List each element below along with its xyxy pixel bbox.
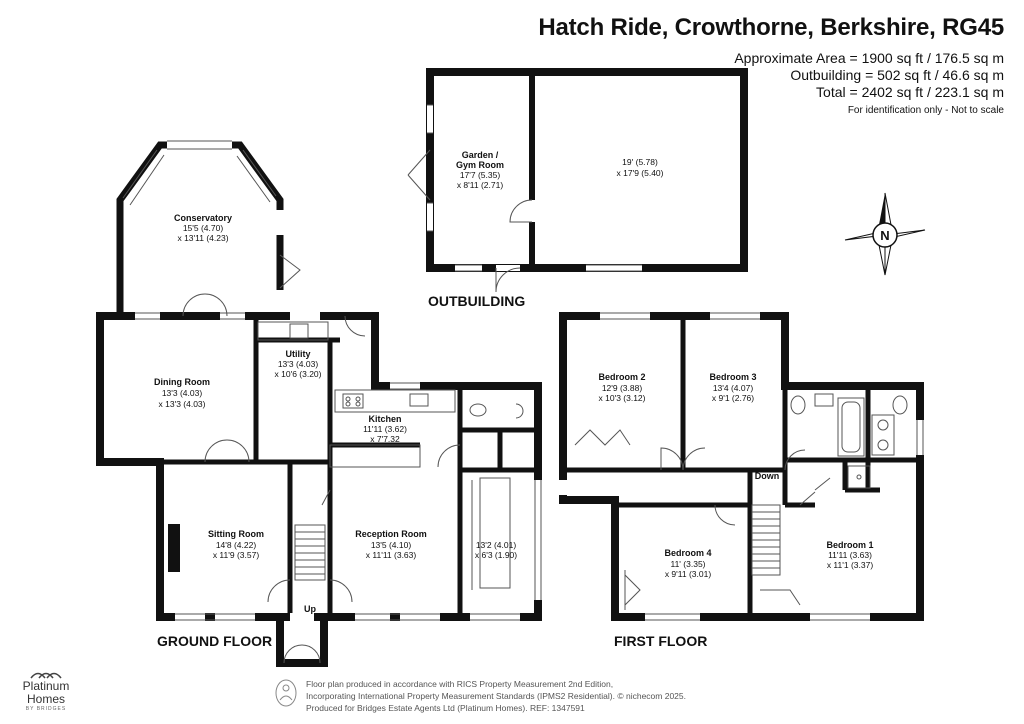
svg-text:15'5 (4.70): 15'5 (4.70): [183, 223, 224, 233]
svg-text:11' (3.35): 11' (3.35): [670, 559, 705, 569]
room-outbuilding: 19' (5.78) x 17'9 (5.40): [617, 157, 664, 178]
svg-text:Dining Room: Dining Room: [154, 377, 210, 387]
svg-text:Bedroom 1: Bedroom 1: [826, 540, 873, 550]
svg-text:x 10'6 (3.20): x 10'6 (3.20): [275, 369, 322, 379]
room-garage: 13'2 (4.01) x 6'3 (1.90): [475, 540, 517, 560]
svg-text:x 6'3 (1.90): x 6'3 (1.90): [475, 550, 517, 560]
logo-line-3: BY BRIDGES: [25, 706, 67, 712]
footer-line: Produced for Bridges Estate Agents Ltd (…: [306, 703, 585, 713]
svg-text:x 13'11 (4.23): x 13'11 (4.23): [177, 233, 228, 243]
footer-line: Incorporating International Property Mea…: [306, 691, 686, 701]
svg-text:Sitting Room: Sitting Room: [208, 529, 264, 539]
svg-text:x 11'1 (3.37): x 11'1 (3.37): [827, 560, 874, 570]
ground-floor-outline: [96, 312, 542, 621]
room-dining: Dining Room 13'3 (4.03) x 13'3 (4.03): [154, 377, 210, 409]
svg-text:x 11'11 (3.63): x 11'11 (3.63): [366, 550, 417, 560]
footer-disclaimer: Floor plan produced in accordance with R…: [306, 678, 686, 714]
room-bedroom-3: Bedroom 3 13'4 (4.07) x 9'1 (2.76): [709, 372, 756, 403]
compass-icon: N: [844, 192, 926, 276]
stairs-down-label: Down: [755, 471, 780, 481]
approximate-area: Approximate Area = 1900 sq ft / 176.5 sq…: [734, 50, 1004, 66]
total-area: Total = 2402 sq ft / 223.1 sq m: [816, 84, 1004, 100]
svg-text:x 13'3 (4.03): x 13'3 (4.03): [159, 399, 206, 409]
svg-text:14'8 (4.22): 14'8 (4.22): [216, 540, 257, 550]
first-floor-label: FIRST FLOOR: [614, 633, 708, 649]
svg-text:Gym Room: Gym Room: [456, 160, 504, 170]
room-bedroom-2: Bedroom 2 12'9 (3.88) x 10'3 (3.12): [598, 372, 645, 403]
svg-text:x 8'11 (2.71): x 8'11 (2.71): [457, 180, 504, 190]
stairs-up-label: Up: [304, 604, 316, 614]
svg-text:x 17'9 (5.40): x 17'9 (5.40): [617, 168, 664, 178]
svg-text:Kitchen: Kitchen: [368, 414, 401, 424]
outbuilding-area: Outbuilding = 502 sq ft / 46.6 sq m: [790, 67, 1004, 83]
svg-text:Reception Room: Reception Room: [355, 529, 427, 539]
svg-text:Conservatory: Conservatory: [174, 213, 232, 223]
room-bedroom-4: Bedroom 4 11' (3.35) x 9'11 (3.01): [664, 548, 711, 579]
svg-text:x 9'11 (3.01): x 9'11 (3.01): [665, 569, 712, 579]
svg-text:13'2 (4.01): 13'2 (4.01): [476, 540, 517, 550]
logo-line-1: Platinum: [22, 679, 70, 693]
disclaimer-note: For identification only - Not to scale: [847, 105, 1004, 116]
room-kitchen: Kitchen 11'11 (3.62) x 7'7.32: [363, 414, 407, 444]
logo-line-2: Homes: [26, 692, 65, 706]
fireplace: [168, 524, 180, 572]
room-garden-gym: Garden / Gym Room 17'7 (5.35) x 8'11 (2.…: [456, 150, 504, 190]
svg-text:Garden /: Garden /: [462, 150, 499, 160]
svg-text:13'3 (4.03): 13'3 (4.03): [278, 359, 319, 369]
room-sitting: Sitting Room 14'8 (4.22) x 11'9 (3.57): [208, 529, 264, 560]
svg-text:x 11'9 (3.57): x 11'9 (3.57): [213, 550, 260, 560]
porch-outline: [276, 617, 328, 667]
svg-text:11'11 (3.62): 11'11 (3.62): [363, 424, 407, 434]
svg-text:17'7 (5.35): 17'7 (5.35): [460, 170, 501, 180]
rics-badge-icon: [274, 678, 298, 708]
svg-text:x 9'1 (2.76): x 9'1 (2.76): [712, 393, 754, 403]
svg-text:13'3 (4.03): 13'3 (4.03): [162, 388, 203, 398]
svg-text:Bedroom 3: Bedroom 3: [709, 372, 756, 382]
compass-label: N: [880, 228, 889, 243]
platinum-homes-logo: Platinum Homes BY BRIDGES: [16, 668, 76, 712]
logo-mark-icon: [30, 672, 62, 679]
svg-text:Bedroom 2: Bedroom 2: [598, 372, 645, 382]
footer-line: Floor plan produced in accordance with R…: [306, 679, 614, 689]
svg-text:Bedroom 4: Bedroom 4: [664, 548, 711, 558]
room-utility: Utility 13'3 (4.03) x 10'6 (3.20): [275, 349, 322, 379]
outbuilding-label: OUTBUILDING: [428, 293, 526, 309]
svg-text:12'9 (3.88): 12'9 (3.88): [602, 383, 643, 393]
svg-text:13'5 (4.10): 13'5 (4.10): [371, 540, 412, 550]
svg-text:x 7'7.32: x 7'7.32: [370, 434, 400, 444]
svg-text:Utility: Utility: [285, 349, 310, 359]
room-reception: Reception Room 13'5 (4.10) x 11'11 (3.63…: [355, 529, 427, 560]
svg-text:11'11 (3.63): 11'11 (3.63): [828, 550, 872, 560]
svg-text:x 10'3 (3.12): x 10'3 (3.12): [599, 393, 646, 403]
ground-floor-label: GROUND FLOOR: [157, 633, 273, 649]
svg-text:13'4 (4.07): 13'4 (4.07): [713, 383, 754, 393]
room-bedroom-1: Bedroom 1 11'11 (3.63) x 11'1 (3.37): [826, 540, 873, 570]
property-title: Hatch Ride, Crowthorne, Berkshire, RG45: [538, 14, 1004, 41]
room-conservatory: Conservatory 15'5 (4.70) x 13'11 (4.23): [174, 213, 232, 243]
svg-text:19' (5.78): 19' (5.78): [622, 157, 658, 167]
